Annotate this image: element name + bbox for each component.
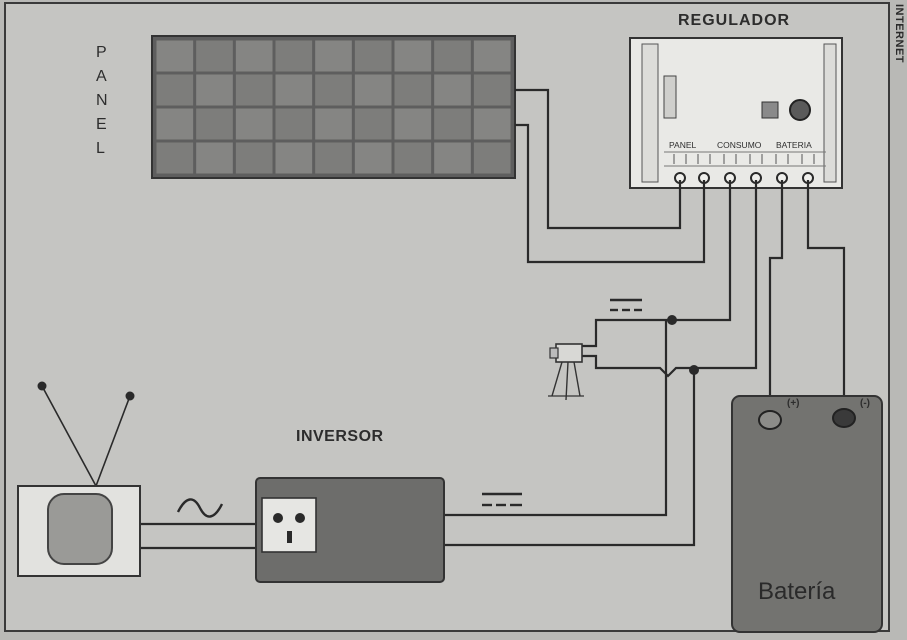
solar-cell (473, 108, 511, 140)
solar-cell (275, 108, 313, 140)
panel-letter-3: N (96, 92, 108, 109)
solar-cell (315, 142, 352, 174)
inversor-label: INVERSOR (296, 428, 384, 445)
outlet-socket (261, 497, 317, 553)
inverter-box (255, 477, 445, 583)
battery-terminal-negative (832, 408, 856, 428)
solar-cell (235, 108, 273, 140)
solar-cell (156, 142, 194, 174)
panel-letter-1: P (96, 44, 107, 61)
bateria-label: Batería (758, 578, 836, 605)
solar-cell (315, 108, 352, 140)
wire-battery-negative (806, 180, 846, 418)
solar-cell (473, 142, 511, 174)
solar-cell (196, 40, 233, 72)
solar-cell (434, 40, 471, 72)
ac-wave-icon (176, 498, 224, 518)
dc-symbol-inverter (482, 492, 522, 507)
wire-consumo-1 (672, 180, 732, 322)
solar-cell (275, 142, 313, 174)
solar-cell (156, 40, 194, 72)
panel-letter-2: A (96, 68, 107, 85)
wire-inverter-1 (444, 320, 668, 517)
battery-minus-label: (-) (860, 398, 870, 409)
battery (731, 395, 883, 633)
panel-letter-5: L (96, 140, 105, 157)
tv-antenna-right (95, 395, 131, 487)
regulador-label: REGULADOR (678, 12, 791, 29)
solar-cell (394, 74, 432, 106)
terminal-ticks (673, 154, 815, 164)
solar-cell (394, 108, 432, 140)
solar-cell (275, 74, 313, 106)
lamp-icon (548, 343, 584, 401)
battery-terminal-positive (758, 410, 782, 430)
wire-lamp-2 (582, 354, 694, 378)
panel-letter-4: E (96, 116, 107, 133)
solar-cell (394, 40, 432, 72)
wire-lamp-1 (582, 318, 672, 348)
solar-cells (156, 40, 511, 174)
solar-cell (275, 40, 313, 72)
wire-panel-negative (515, 123, 706, 264)
wire-panel-positive (515, 88, 682, 230)
side-tag-internet: INTERNET (893, 4, 905, 63)
wire-battery-positive (768, 180, 784, 418)
solar-panel (151, 35, 516, 179)
regulator-led-left (761, 101, 779, 119)
solar-cell (434, 142, 471, 174)
wires (41, 88, 846, 550)
solar-cell (156, 108, 194, 140)
dc-symbol-lamp (610, 298, 642, 312)
tv-antenna-left (41, 385, 97, 487)
wire-consumo-2 (694, 180, 758, 370)
terminal-label-bateria: BATERIA (776, 140, 812, 150)
terminal-label-consumo: CONSUMO (717, 140, 762, 150)
solar-cell (235, 40, 273, 72)
junction-dot-1 (667, 315, 677, 325)
junction-dot-2 (689, 365, 699, 375)
solar-cell (394, 142, 432, 174)
antenna-tip-right (125, 391, 135, 401)
solar-cell (235, 74, 273, 106)
regulator-led-right (789, 99, 811, 121)
wire-inverter-2 (444, 368, 696, 547)
solar-cell (354, 74, 392, 106)
solar-cell (434, 74, 471, 106)
solar-cell (196, 108, 233, 140)
tv-screen (47, 493, 113, 565)
solar-cell (315, 40, 352, 72)
television (17, 381, 141, 577)
solar-cell (473, 40, 511, 72)
solar-cell (473, 74, 511, 106)
antenna-tip-left (37, 381, 47, 391)
solar-cell (196, 142, 233, 174)
solar-cell (434, 108, 471, 140)
solar-cell (235, 142, 273, 174)
solar-cell (156, 74, 194, 106)
solar-cell (354, 142, 392, 174)
solar-cell (354, 108, 392, 140)
terminal-label-panel: PANEL (669, 140, 697, 150)
solar-cell (354, 40, 392, 72)
battery-plus-label: (+) (787, 398, 800, 409)
solar-cell (315, 74, 352, 106)
regulator-box (629, 37, 843, 189)
solar-cell (196, 74, 233, 106)
regulator-fuse (663, 75, 677, 119)
